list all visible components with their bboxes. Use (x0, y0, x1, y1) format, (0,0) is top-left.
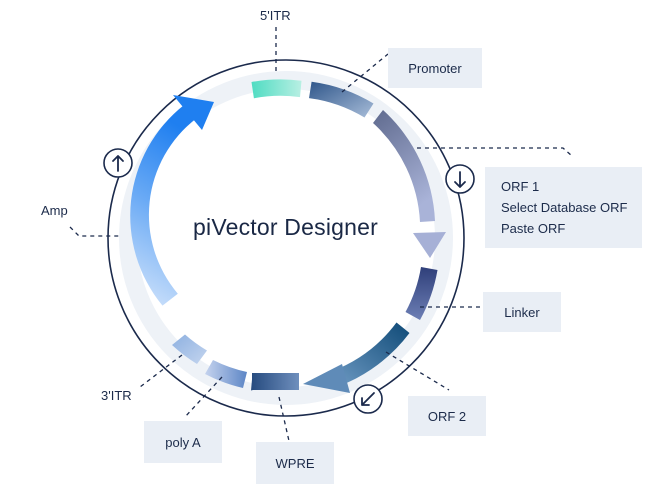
leader-promoter (341, 53, 389, 93)
orf1-arrowhead (413, 232, 446, 258)
linker-segment[interactable] (405, 267, 438, 320)
promoter-segment[interactable] (309, 81, 374, 118)
down-left-arrow-circle-icon[interactable] (353, 384, 383, 414)
diagram-title: piVector Designer (193, 214, 378, 240)
itr5-segment[interactable] (251, 79, 302, 99)
polya-label[interactable]: poly A (144, 421, 222, 463)
amp-segment[interactable] (130, 104, 197, 306)
leader-orf1 (417, 147, 573, 157)
itr3-segment[interactable] (172, 334, 207, 365)
amp-arrowhead (173, 95, 214, 130)
leader-amp (69, 226, 122, 237)
orf1-option-paste[interactable]: Paste ORF (501, 221, 566, 236)
promoter-label[interactable]: Promoter (388, 48, 482, 88)
amp-label: Amp (41, 203, 68, 218)
polya-segment[interactable] (205, 360, 247, 388)
wpre-label[interactable]: WPRE (256, 442, 334, 484)
orf1-option-orf1[interactable]: ORF 1 (501, 179, 540, 194)
itr3-label: 3'ITR (101, 388, 132, 403)
up-arrow-circle-icon[interactable] (103, 148, 133, 178)
wpre-block[interactable] (252, 373, 299, 390)
orf2-arrowhead (303, 364, 350, 393)
leader-lines (69, 27, 573, 442)
leader-itr3 (139, 354, 183, 388)
linker-label[interactable]: Linker (483, 292, 561, 332)
orf2-label[interactable]: ORF 2 (408, 396, 486, 436)
outer-ring (107, 59, 465, 417)
orf1-option-select-database[interactable]: Select Database ORF (501, 200, 628, 215)
orf1-options[interactable]: ORF 1 Select Database ORF Paste ORF (485, 167, 642, 248)
itr5-label: 5'ITR (260, 8, 291, 23)
down-arrow-circle-icon[interactable] (445, 164, 475, 194)
leader-polya (183, 376, 223, 419)
orf1-segment[interactable] (373, 110, 435, 222)
orf2-segment[interactable] (332, 322, 410, 387)
